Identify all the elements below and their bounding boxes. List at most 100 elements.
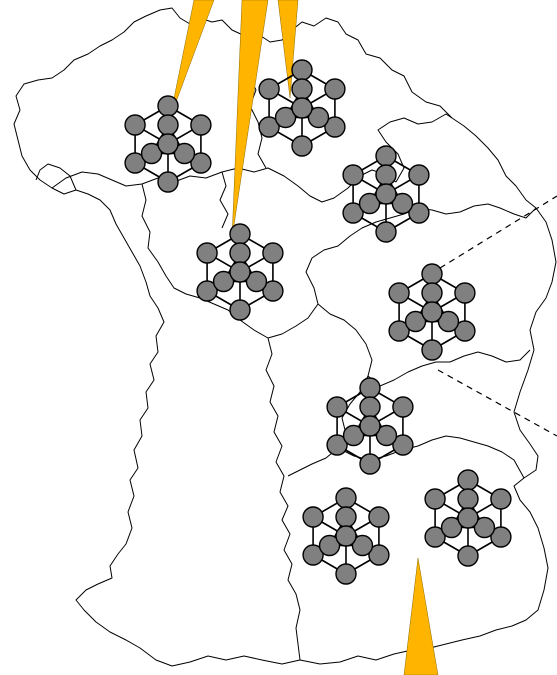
network-node — [196, 280, 218, 302]
network-node — [229, 299, 251, 321]
network-node — [342, 164, 364, 186]
network-node — [457, 469, 479, 491]
network-node — [262, 280, 284, 302]
network-node — [318, 534, 341, 557]
district-border — [35, 163, 77, 191]
dashed-connections — [437, 195, 557, 437]
hub-node — [375, 183, 397, 205]
cluster-6 — [326, 377, 414, 475]
network-node — [335, 487, 357, 509]
network-node — [457, 488, 479, 510]
network-node — [173, 142, 196, 165]
network-clusters — [124, 59, 512, 585]
network-node — [440, 516, 463, 539]
region-map — [13, 7, 557, 667]
hub-node — [359, 415, 381, 437]
network-node — [196, 242, 218, 264]
network-node — [392, 396, 414, 418]
network-node — [391, 192, 414, 215]
signal-beams — [169, 0, 439, 675]
network-node — [424, 488, 446, 510]
network-node — [124, 152, 146, 174]
network-node — [358, 192, 381, 215]
network-node — [408, 202, 430, 224]
beam-4 — [403, 557, 439, 675]
hub-node — [157, 133, 179, 155]
hub-node — [335, 525, 357, 547]
network-node — [375, 164, 397, 186]
network-node — [291, 59, 313, 81]
network-node — [245, 270, 268, 293]
network-node — [368, 506, 390, 528]
network-node — [473, 516, 496, 539]
network-node — [302, 506, 324, 528]
beam-1 — [169, 0, 215, 119]
district-border — [219, 171, 229, 229]
hub-node — [457, 507, 479, 529]
network-node — [291, 78, 313, 100]
network-node — [140, 142, 163, 165]
network-node — [229, 242, 251, 264]
network-node — [454, 320, 476, 342]
network-node — [157, 171, 179, 193]
beam-3 — [277, 0, 299, 99]
hub-node — [291, 97, 313, 119]
district-border — [141, 183, 537, 339]
network-node — [342, 202, 364, 224]
hub-node — [229, 261, 251, 283]
network-node — [375, 145, 397, 167]
network-node — [326, 434, 348, 456]
network-node — [424, 526, 446, 548]
network-node — [421, 339, 443, 361]
network-node — [124, 114, 146, 136]
hub-node — [421, 301, 443, 323]
network-node — [375, 424, 398, 447]
network-node — [490, 488, 512, 510]
district-border — [265, 337, 301, 661]
network-node — [212, 270, 235, 293]
cluster-5 — [388, 263, 476, 361]
network-node — [307, 106, 330, 129]
network-node — [359, 453, 381, 475]
cluster-4 — [196, 223, 284, 321]
network-node — [421, 263, 443, 285]
network-node — [262, 242, 284, 264]
network-node — [258, 116, 280, 138]
network-node — [274, 106, 297, 129]
network-node — [454, 282, 476, 304]
network-node — [351, 534, 374, 557]
network-node — [291, 135, 313, 157]
network-node — [190, 114, 212, 136]
network-node — [335, 506, 357, 528]
cluster-2 — [258, 59, 346, 157]
network-node — [157, 114, 179, 136]
beam-2 — [231, 0, 269, 239]
network-node — [421, 282, 443, 304]
network-node — [388, 320, 410, 342]
cluster-1 — [124, 95, 212, 193]
network-node — [324, 78, 346, 100]
network-node — [457, 545, 479, 567]
network-node — [324, 116, 346, 138]
cluster-3 — [342, 145, 430, 243]
outer-boundary — [13, 7, 557, 667]
network-node — [190, 152, 212, 174]
network-node — [229, 223, 251, 245]
network-node — [258, 78, 280, 100]
network-node — [342, 424, 365, 447]
network-node — [302, 544, 324, 566]
dashed-link-upper — [439, 195, 557, 269]
network-node — [335, 563, 357, 585]
network-node — [359, 396, 381, 418]
network-node — [408, 164, 430, 186]
network-node — [326, 396, 348, 418]
cluster-7 — [302, 487, 390, 585]
network-node — [388, 282, 410, 304]
network-node — [375, 221, 397, 243]
network-node — [404, 310, 427, 333]
dashed-link-lower — [437, 369, 557, 437]
network-node — [359, 377, 381, 399]
network-node — [490, 526, 512, 548]
district-border — [317, 303, 531, 387]
